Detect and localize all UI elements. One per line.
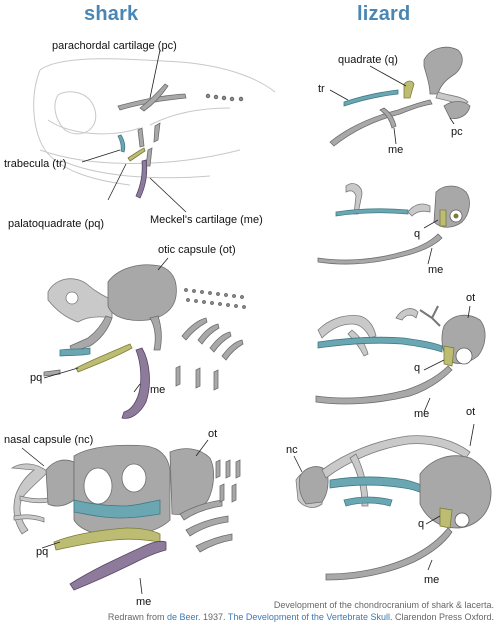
caption-suffix: . Clarendon Press Oxford. bbox=[389, 612, 494, 622]
label-lizard-me2: me bbox=[428, 264, 444, 276]
label-me-stage3: me bbox=[136, 596, 152, 608]
caption-prefix: Redrawn from bbox=[107, 612, 167, 622]
label-lizard-ot3: ot bbox=[466, 292, 476, 304]
label-lizard-me1: me bbox=[388, 144, 404, 156]
caption-author-link[interactable]: de Beer bbox=[166, 612, 198, 622]
label-ot-stage3: ot bbox=[208, 428, 218, 440]
label-trabecula: trabecula (tr) bbox=[4, 158, 67, 170]
label-palatoquadrate: palatoquadrate (pq) bbox=[8, 218, 105, 230]
shark-stage-3 bbox=[10, 439, 241, 595]
label-quadrate: quadrate (q) bbox=[338, 54, 398, 66]
label-lizard-pc: pc bbox=[451, 126, 463, 138]
shark-title: shark bbox=[84, 3, 139, 25]
shark-stage-2 bbox=[43, 257, 246, 419]
label-lizard-q3: q bbox=[414, 362, 421, 374]
lizard-stage-3 bbox=[315, 305, 486, 413]
label-parachordal: parachordal cartilage (pc) bbox=[52, 40, 177, 52]
label-me-stage2: me bbox=[150, 384, 166, 396]
label-meckel: Meckel's cartilage (me) bbox=[150, 214, 263, 226]
caption-middle: . 1937. bbox=[197, 612, 228, 622]
label-lizard-q2: q bbox=[414, 228, 421, 240]
label-pq-stage2: pq bbox=[30, 372, 43, 384]
caption-line-1: Development of the chondrocranium of sha… bbox=[273, 600, 494, 610]
label-pq-stage3: pq bbox=[36, 546, 49, 558]
shark-stage-1 bbox=[33, 49, 276, 213]
label-lizard-ot4: ot bbox=[466, 406, 476, 418]
label-otic-capsule: otic capsule (ot) bbox=[158, 244, 236, 256]
label-lizard-me3: me bbox=[414, 408, 430, 420]
caption-line-2: Redrawn from de Beer. 1937. The Developm… bbox=[108, 612, 494, 623]
lizard-stage-1 bbox=[329, 46, 471, 147]
lizard-stage-2 bbox=[317, 183, 470, 265]
caption-book-link[interactable]: The Development of the Vertebrate Skull bbox=[227, 612, 390, 622]
label-lizard-tr: tr bbox=[318, 83, 325, 95]
label-lizard-nc: nc bbox=[286, 444, 298, 456]
label-lizard-q4: q bbox=[418, 518, 425, 530]
shark-vertebrae bbox=[215, 459, 241, 503]
label-lizard-me4: me bbox=[424, 574, 440, 586]
shark-vertebra-dots bbox=[184, 288, 246, 309]
lizard-title: lizard bbox=[357, 3, 411, 25]
label-nasal-capsule: nasal capsule (nc) bbox=[4, 434, 94, 446]
lizard-stage-4 bbox=[293, 423, 492, 581]
